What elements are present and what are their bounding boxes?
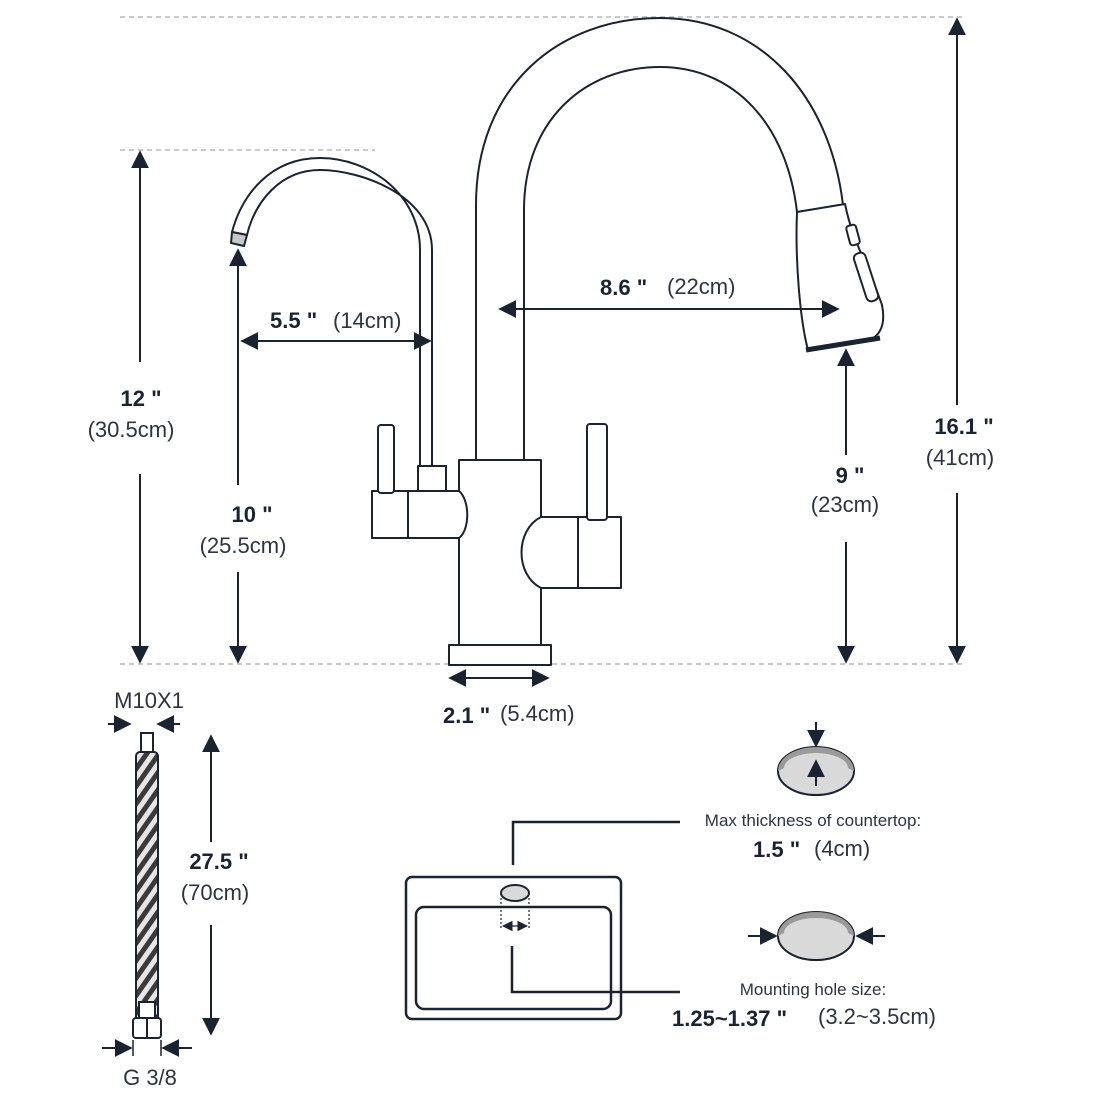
- main-spout: [475, 17, 844, 460]
- label-2-1in: 2.1 ": [443, 703, 491, 728]
- label-5-5in: 5.5 ": [270, 308, 318, 333]
- dimension-arrows: [131, 17, 966, 687]
- sink-outline: [404, 875, 623, 1021]
- label-10in: 10 ": [231, 502, 273, 527]
- label-countertop-caption: Max thickness of countertop:: [704, 811, 922, 830]
- label-hose-top-thread: M10X1: [114, 688, 184, 713]
- mounting-disc-top: [778, 912, 854, 936]
- label-16-1in: 16.1 ": [934, 414, 994, 439]
- countertop-thickness-icon: [777, 722, 855, 796]
- spray-button-toggle: [852, 251, 880, 303]
- countertop-disc-top: [778, 747, 854, 771]
- filter-spout: [231, 157, 433, 471]
- label-mounting-value: 1.25~1.37 ": [672, 1006, 788, 1031]
- label-12in: 12 ": [120, 386, 162, 411]
- mounting-hole-icon: [748, 911, 885, 961]
- label-8-6in-metric: (22cm): [667, 274, 736, 299]
- label-10in-metric: (25.5cm): [199, 533, 287, 558]
- label-hose-length-metric: (70cm): [180, 880, 250, 905]
- label-16-1in-metric: (41cm): [925, 445, 995, 470]
- spray-face: [805, 335, 881, 353]
- left-handle-lever: [377, 424, 395, 494]
- filter-spout-tip: [230, 231, 248, 247]
- label-9in-metric: (23cm): [810, 492, 880, 517]
- faucet-drawing: [230, 17, 885, 666]
- hose-braid: [135, 751, 159, 1023]
- label-countertop-metric: (4cm): [814, 836, 871, 861]
- label-2-1in-metric: (5.4cm): [500, 701, 575, 726]
- label-mounting-caption: Mounting hole size:: [739, 980, 887, 999]
- leader-mounting-hole: [510, 946, 680, 994]
- label-12in-metric: (30.5cm): [87, 417, 175, 442]
- label-8-6in: 8.6 ": [600, 275, 648, 300]
- sink-diagram: [404, 820, 680, 1021]
- spray-button-top: [845, 223, 861, 247]
- hose-bottom-neck: [138, 1001, 156, 1019]
- label-hose-length: 27.5 ": [189, 849, 249, 874]
- left-handle-body: [371, 490, 409, 539]
- label-hose-bottom-thread: G 3/8: [123, 1065, 177, 1090]
- left-handle-hub: [407, 490, 469, 539]
- right-handle-lever: [586, 423, 608, 521]
- label-mounting-metric: (3.2~3.5cm): [818, 1004, 936, 1029]
- label-9in: 9 ": [835, 463, 865, 488]
- sink-faucet-hole: [500, 884, 530, 902]
- guide-lines: [120, 16, 965, 665]
- right-handle-body: [577, 516, 622, 589]
- label-countertop-value: 1.5 ": [753, 837, 801, 862]
- supply-hose: [102, 715, 220, 1057]
- leader-countertop: [511, 820, 680, 865]
- right-handle-hub: [520, 516, 579, 589]
- sink-basin: [414, 905, 613, 1011]
- faucet-base: [448, 644, 552, 666]
- label-5-5in-metric: (14cm): [333, 308, 402, 333]
